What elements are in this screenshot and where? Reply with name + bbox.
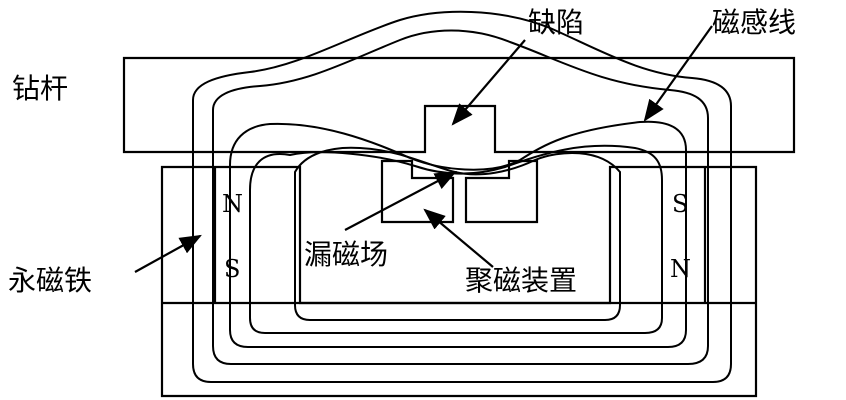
label-flux-concentrator: 聚磁装置 [465, 264, 577, 297]
arrow-flux-concentrator [423, 208, 494, 268]
label-drill-rod: 钻杆 [12, 72, 68, 105]
flux-lines [192, 10, 732, 383]
arrow-leakage-field [344, 170, 457, 231]
pole-left-bottom: S [224, 255, 240, 283]
flux-line-3 [229, 120, 687, 348]
drill-rod [122, 56, 796, 154]
pole-left-top: N [222, 190, 243, 218]
pole-right-bottom: N [670, 255, 691, 283]
flux-line-5 [192, 10, 732, 383]
flux-line-2 [249, 144, 663, 334]
label-defect: 缺陷 [528, 6, 584, 39]
flux-line-1 [294, 146, 621, 321]
flux-concentrator-right [464, 159, 539, 224]
magnet-yoke [160, 165, 758, 398]
label-leakage-field: 漏磁场 [304, 238, 388, 271]
label-permanent-magnet: 永磁铁 [8, 264, 92, 297]
arrow-defect [451, 39, 526, 126]
pole-right-top: S [672, 190, 688, 218]
arrow-flux-lines [643, 25, 713, 122]
label-flux-lines: 磁感线 [712, 6, 796, 39]
flux-line-4 [212, 29, 709, 365]
arrow-permanent-magnet [134, 234, 202, 273]
